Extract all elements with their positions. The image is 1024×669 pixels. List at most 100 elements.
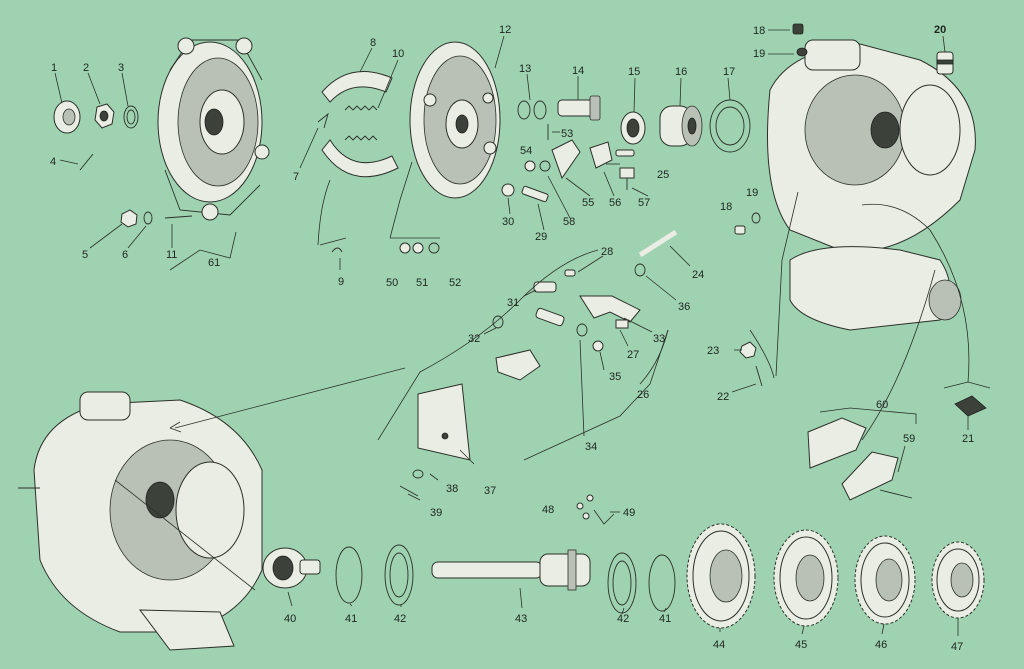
part-46-gear: [854, 535, 916, 625]
label-47: 47: [951, 641, 963, 653]
part-44-gear: [686, 523, 756, 629]
part-18-plug-top: [792, 23, 804, 35]
part-38-washer: [412, 469, 424, 479]
label-48: 48: [542, 504, 554, 516]
label-42-right: 42: [617, 613, 629, 625]
label-44: 44: [713, 639, 725, 651]
part-42-washer: [384, 544, 414, 606]
label-38: 38: [446, 483, 458, 495]
part-right-engine-case: [767, 39, 976, 331]
label-41-right: 41: [659, 613, 671, 625]
label-33: 33: [653, 333, 665, 345]
part-17-gasket: [709, 99, 751, 153]
label-35: 35: [609, 371, 621, 383]
part-28-pin: [564, 269, 576, 277]
label-46: 46: [875, 639, 887, 651]
label-39: 39: [430, 507, 442, 519]
part-41-circlip-right: [648, 554, 676, 612]
label-27: 27: [627, 349, 639, 361]
part-16-bearing: [659, 105, 703, 147]
label-42: 42: [394, 613, 406, 625]
part-clutch-drum: [157, 37, 270, 221]
label-56: 56: [609, 197, 621, 209]
part-24-shaft: [638, 229, 678, 258]
label-1: 1: [51, 62, 57, 74]
label-41: 41: [345, 613, 357, 625]
label-51: 51: [416, 277, 428, 289]
part-42-washer-right: [607, 552, 637, 614]
label-40: 40: [284, 613, 296, 625]
part-23-nut: [739, 341, 757, 359]
part-36-ring: [634, 263, 646, 277]
part-4-pin: [79, 153, 94, 171]
label-24: 24: [692, 269, 704, 281]
label-12: 12: [499, 24, 511, 36]
label-29: 29: [535, 231, 547, 243]
label-17: 17: [723, 66, 735, 78]
part-3-washer: [123, 105, 139, 129]
label-6: 6: [122, 249, 128, 261]
label-49: 49: [623, 507, 635, 519]
part-13-rings: [517, 100, 547, 120]
part-2-nut: [94, 103, 115, 129]
label-54: 54: [520, 145, 532, 157]
label-50: 50: [386, 277, 398, 289]
part-40-hub: [262, 547, 321, 589]
label-36: 36: [678, 301, 690, 313]
part-25-pin: [615, 149, 635, 157]
part-37-cover: [417, 383, 471, 461]
part-54-55-levers: [524, 139, 613, 180]
label-55: 55: [582, 197, 594, 209]
label-3: 3: [118, 62, 124, 74]
part-6-washer: [143, 211, 153, 225]
part-12-brake-plate: [409, 41, 501, 199]
part-15-bearing: [620, 111, 646, 145]
part-18-19-lower: [734, 212, 761, 235]
label-13: 13: [519, 63, 531, 75]
part-5-nut: [120, 209, 138, 228]
label-19-top: 19: [753, 48, 765, 60]
label-9: 9: [338, 276, 344, 288]
label-20: 20: [934, 24, 946, 36]
part-45-gear: [773, 529, 839, 627]
part-59-bolt: [879, 489, 913, 499]
part-labels: 1 2 3 4 5 6 7 8 9 10 11 12 13 14 15 16 1…: [50, 24, 974, 653]
label-22: 22: [717, 391, 729, 403]
part-48-49-balls: [576, 494, 594, 520]
label-26: 26: [637, 389, 649, 401]
label-57: 57: [638, 197, 650, 209]
part-11-stud: [164, 215, 193, 219]
part-9-clip: [331, 247, 343, 253]
part-57-bolt: [619, 167, 635, 190]
part-7-clip: [317, 112, 329, 129]
part-20-plug: [936, 51, 954, 75]
label-53: 53: [561, 128, 573, 140]
label-37: 37: [484, 485, 496, 497]
label-11: 11: [166, 249, 177, 261]
part-8-brake-shoe-upper: [321, 71, 393, 103]
parts-50-52-washers: [399, 242, 440, 254]
label-25: 25: [657, 169, 669, 181]
part-27-bolt: [615, 319, 629, 329]
label-5: 5: [82, 249, 88, 261]
label-10: 10: [392, 48, 404, 60]
part-30-nut: [501, 183, 515, 197]
label-58: 58: [563, 216, 575, 228]
part-19-washer-top: [796, 47, 808, 57]
label-59: 59: [903, 433, 915, 445]
part-35-nut: [592, 340, 604, 352]
part-21-fitting: [954, 395, 987, 417]
label-8: 8: [370, 37, 376, 49]
label-30: 30: [502, 216, 514, 228]
part-34-ring: [576, 323, 588, 337]
label-18-lower: 18: [720, 201, 732, 213]
leader-lines: [54, 29, 991, 636]
label-31: 31: [507, 297, 519, 309]
label-28: 28: [601, 246, 613, 258]
label-16: 16: [675, 66, 687, 78]
part-43-gear-shaft: [431, 549, 591, 591]
part-selector-arm: [495, 307, 565, 381]
part-33-fork: [579, 295, 641, 323]
label-19-lower: 19: [746, 187, 758, 199]
